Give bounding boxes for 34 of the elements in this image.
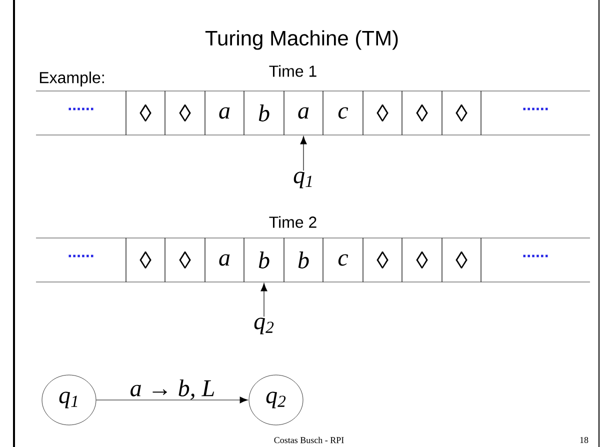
arrow <box>300 136 307 171</box>
page-number: 18 <box>580 436 588 444</box>
tape-end-cell: ...... <box>36 90 126 136</box>
arrow <box>96 396 248 404</box>
tape-cell: ◊ <box>164 238 206 282</box>
tape-cell: b <box>244 238 284 282</box>
head-state-label: q$_{1}$ <box>294 172 312 188</box>
tape-cell: c <box>322 90 364 136</box>
tape-cell: ◊ <box>362 238 402 282</box>
tape-cell: ◊ <box>442 90 482 136</box>
tape-end-cell: ...... <box>480 238 590 282</box>
tape-cell: ◊ <box>402 90 442 136</box>
tape-cell: ◊ <box>164 90 206 136</box>
time-label: Time 2 <box>269 216 316 228</box>
edge-label: a → b, L <box>130 379 214 400</box>
head-state-label: q$_{2}$ <box>254 318 274 334</box>
tape-cell: c <box>322 238 364 282</box>
tape-cell: a <box>204 90 244 136</box>
tape-end-cell: ...... <box>480 90 590 136</box>
time-label: Time 1 <box>269 65 316 77</box>
example-label: Example: <box>40 72 104 86</box>
tape-cell: ◊ <box>362 90 402 136</box>
tape-cell: ◊ <box>126 90 166 136</box>
tape-cell: b <box>284 238 324 282</box>
footer-text: Costas Busch - RPI <box>274 436 344 444</box>
arrow <box>260 283 268 317</box>
tape-end-cell: ...... <box>36 238 126 282</box>
tape-cell: ◊ <box>126 238 166 282</box>
tape-cell: a <box>204 238 244 282</box>
tape-cell: b <box>244 90 284 136</box>
slide-title: Turing Machine (TM) <box>205 30 398 50</box>
tape-cell: ◊ <box>402 238 442 282</box>
tape-cell: ◊ <box>442 238 482 282</box>
tape-cell: a <box>284 90 324 136</box>
